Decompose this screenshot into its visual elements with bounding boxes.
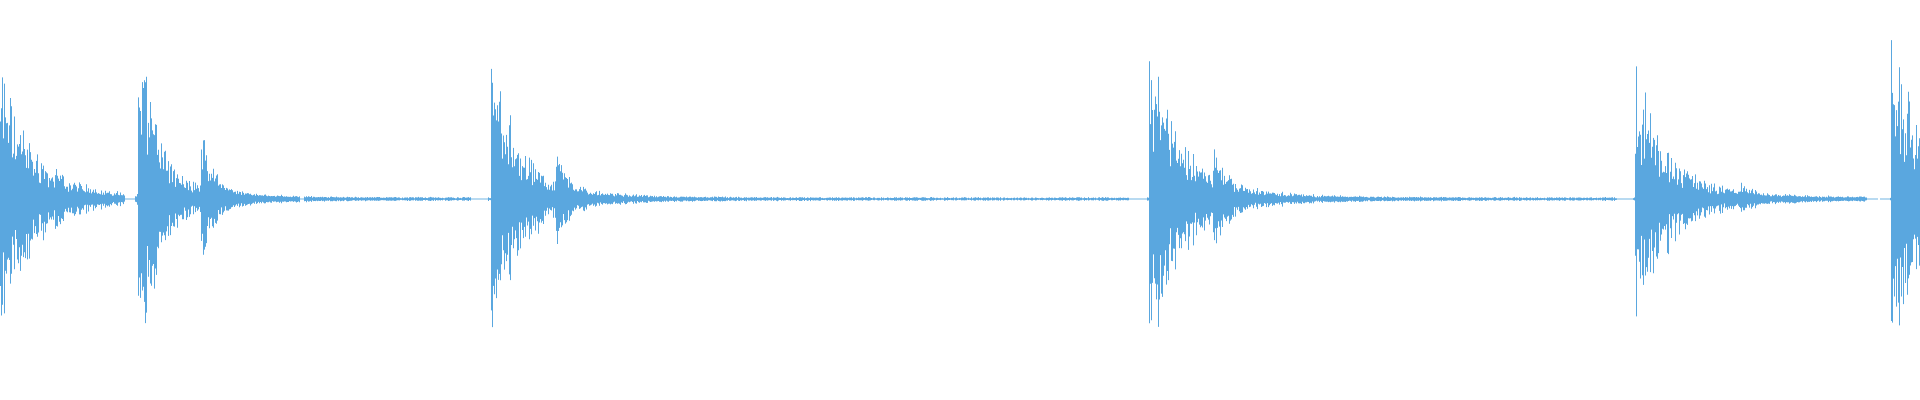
waveform-trace xyxy=(0,40,1920,328)
